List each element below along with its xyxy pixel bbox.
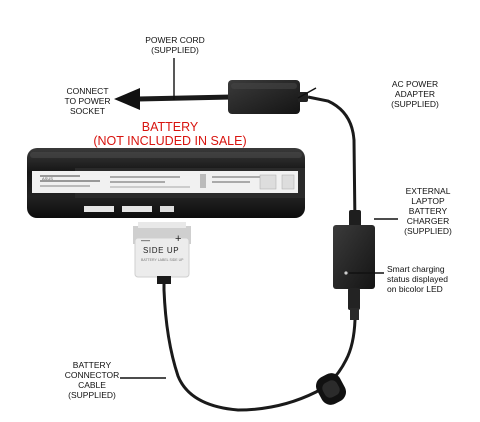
battery-brand-text: ASUS — [42, 176, 53, 181]
connector-cable — [162, 282, 357, 412]
battery-connector-plug — [133, 222, 191, 284]
label-external-charger: EXTERNAL LAPTOP BATTERY CHARGER (SUPPLIE… — [404, 186, 452, 236]
connector-minus-sign: — — [141, 235, 150, 245]
connector-sublabel: BATTERY LABEL SIDE UP — [141, 258, 184, 262]
ac-adapter — [228, 80, 308, 114]
connector-plus-sign: + — [175, 233, 182, 245]
power-cord — [114, 88, 233, 110]
arrow-left-icon — [114, 88, 140, 110]
led-indicator — [344, 271, 348, 275]
label-power-cord: POWER CORD (SUPPLIED) — [145, 35, 205, 55]
label-smart-charging-led: Smart charging status displayed on bicol… — [387, 264, 448, 294]
label-ac-power-adapter: AC POWER ADAPTER (SUPPLIED) — [391, 79, 439, 109]
label-battery: BATTERY (NOT INCLUDED IN SALE) — [93, 120, 247, 148]
battery-pack — [27, 148, 305, 218]
label-connect-to-power-socket: CONNECT TO POWER SOCKET — [64, 86, 111, 116]
dc-cord — [307, 95, 357, 227]
connector-side-up-text: SIDE UP — [143, 246, 180, 255]
ferrite-core — [316, 373, 346, 405]
label-battery-connector-cable: BATTERY CONNECTOR CABLE (SUPPLIED) — [64, 360, 120, 400]
